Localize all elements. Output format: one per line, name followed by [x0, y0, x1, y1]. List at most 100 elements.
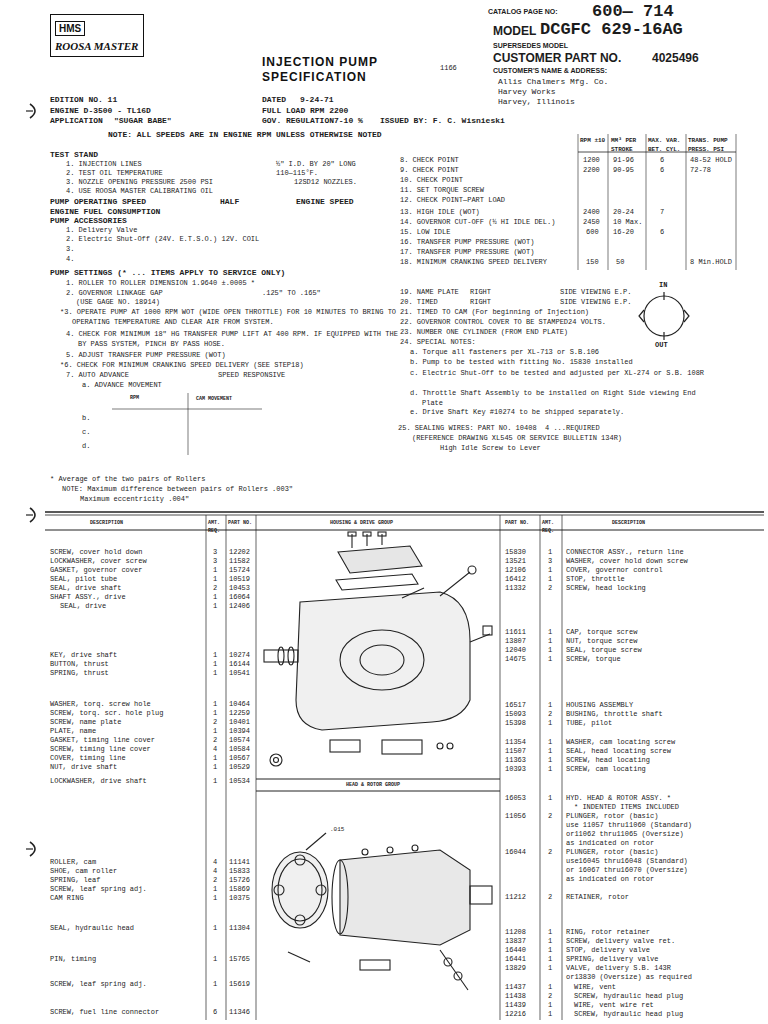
spec-text: 90-95 — [613, 166, 634, 174]
spec-text: 13. HIGH IDLE (WOT) — [400, 208, 480, 216]
spec-text: 10567 — [229, 754, 250, 762]
spec-text: 4 — [213, 745, 217, 753]
spec-text: STOP, throttle — [566, 575, 625, 583]
spec-text: 1 — [548, 964, 552, 972]
spec-text: SIDE VIEWING E.P. — [560, 298, 631, 306]
spec-text: WASHER, cover hold down screw — [566, 557, 688, 565]
spec-text: FULL LOAD RPM 2200 — [262, 106, 348, 116]
spec-text: 11332 — [505, 584, 526, 592]
spec-text: SEAL, hydraulic head — [50, 924, 134, 932]
spec-text: 17. TRANSFER PUMP PRESSURE (WOT) — [400, 248, 534, 256]
spec-text: 6 — [660, 166, 664, 174]
spec-text: 10453 — [229, 584, 250, 592]
spec-text: 16144 — [229, 660, 250, 668]
spec-text: BUSHING, throttle shaft — [566, 710, 663, 718]
spec-text: 1 — [213, 593, 217, 601]
spec-text: 1166 — [440, 64, 457, 72]
spec-text: 7. AUTO ADVANCE — [66, 371, 129, 379]
spec-text: 15724 — [229, 566, 250, 574]
spec-text: 5. ADJUST TRANSFER PUMP PRESSURE (WOT) — [66, 351, 226, 359]
spec-text: 15869 — [229, 885, 250, 893]
spec-text: PLUNGER, rotor (basic) — [566, 812, 658, 820]
spec-text: 600— 714 — [592, 2, 674, 22]
spec-text: DCGFC 629-16AG — [540, 20, 683, 40]
spec-text: 9. CHECK POINT — [400, 166, 459, 174]
spec-text: .125" TO .165" — [262, 289, 321, 297]
spec-text: WIRE, vent wire ret — [574, 1001, 654, 1009]
spec-text: 2 — [548, 992, 552, 1000]
spec-text: PLATE, name — [50, 727, 96, 735]
spec-text: 2 — [213, 718, 217, 726]
spec-text: CAM MOVEMENT — [196, 395, 240, 403]
spec-text: a. Torque all fasteners per XL-713 or S.… — [410, 348, 599, 356]
spec-text: 1 — [213, 709, 217, 717]
spec-text: 1 — [213, 754, 217, 762]
spec-text: 1200 — [583, 156, 600, 164]
spec-text: 11439 — [505, 1001, 526, 1009]
spec-text: ENGINE SPEED — [296, 197, 354, 207]
spec-text: PUMP OPERATING SPEED — [50, 197, 146, 207]
spec-text: 1 — [548, 701, 552, 709]
spec-text: 4. — [66, 255, 74, 263]
spec-text: 10464 — [229, 700, 250, 708]
spec-text: SCREW, hydraulic head plug — [574, 1010, 683, 1018]
spec-text: SPRING, leaf — [50, 876, 100, 884]
spec-text: 1 — [548, 747, 552, 755]
spec-text: VALVE, delivery S.B. 143R — [566, 964, 671, 972]
spec-text: 2200 — [583, 166, 600, 174]
spec-text: WASHER, torq. screw hole — [50, 700, 151, 708]
spec-text: 1 — [213, 777, 217, 785]
spec-text: MAX. VAR. BET. CYL. — [648, 136, 684, 154]
spec-text: 10541 — [229, 669, 250, 677]
spec-text: c. — [82, 428, 90, 436]
spec-text: 15398 — [505, 719, 526, 727]
spec-text: 3. — [66, 245, 74, 253]
spec-text: OUT — [655, 341, 668, 349]
spec-text: SCREW, name plate — [50, 718, 121, 726]
spec-text: 12216 — [505, 1010, 526, 1018]
spec-text: 10394 — [229, 727, 250, 735]
spec-text: SCREW, fuel line connector — [50, 1008, 159, 1016]
spec-text: 1. INJECTION LINES — [66, 160, 142, 168]
spec-text: NUT, drive shaft — [50, 763, 117, 771]
spec-text: 1 — [548, 928, 552, 936]
spec-text: 72-78 — [690, 166, 711, 174]
spec-text: 1 — [213, 651, 217, 659]
spec-text: 15093 — [505, 710, 526, 718]
spec-text: HALF — [220, 197, 239, 207]
spec-text: 19. NAME PLATE — [400, 288, 459, 296]
spec-text: 18. MINIMUM CRANKING SPEED DELIVERY — [400, 258, 547, 266]
spec-text: 24. SPECIAL NOTES: — [400, 338, 476, 346]
spec-text: 1. Delivery Valve — [66, 226, 137, 234]
spec-text: as indicated on rotor — [566, 839, 654, 847]
spec-text: NOTE: ALL SPEEDS ARE IN ENGINE RPM UNLES… — [108, 130, 382, 140]
spec-text: WIRE, vent — [574, 983, 616, 991]
spec-text: GOV. REGULATION7-10 % — [262, 116, 363, 126]
spec-text: or11062 thru11065 (Oversize) — [566, 830, 684, 838]
spec-text: 2400 — [583, 208, 600, 216]
spec-text: (REFERENCE DRAWING XL545 OR SERVICE BULL… — [412, 434, 622, 442]
spec-text: 1 — [548, 794, 552, 802]
spec-text: MM³ PER STROKE — [611, 136, 644, 154]
spec-text: 6 — [660, 156, 664, 164]
spec-text: SHOE, cam roller — [50, 867, 117, 875]
spec-text: 8. CHECK POINT — [400, 156, 459, 164]
spec-text: SEAL, drive shaft — [50, 584, 121, 592]
spec-text: CONNECTOR ASSY., return line — [566, 548, 684, 556]
spec-text: or13830 (Oversize) as required — [566, 973, 692, 981]
spec-text: 1 — [213, 980, 217, 988]
spec-text: EDITION NO. 11 — [50, 95, 117, 105]
spec-text: 1 — [548, 946, 552, 954]
spec-text: DESCRIPTION — [90, 519, 150, 527]
spec-text: *6. CHECK FOR MINIMUM CRANKING SPEED DEL… — [60, 361, 304, 369]
spec-text: SEAL, pilot tube — [50, 575, 117, 583]
spec-text: 1 — [548, 765, 552, 773]
spec-text: 25. SEALING WIRES: PART NO. 10408 — [398, 424, 537, 432]
spec-text: 16053 — [505, 794, 526, 802]
spec-text: 2. TEST OIL TEMPERATURE — [66, 169, 163, 177]
spec-text: 1 — [548, 637, 552, 645]
spec-text: CAM RING — [50, 894, 84, 902]
spec-text: 3 — [213, 557, 217, 565]
spec-text: a. ADVANCE MOVEMENT — [82, 381, 162, 389]
